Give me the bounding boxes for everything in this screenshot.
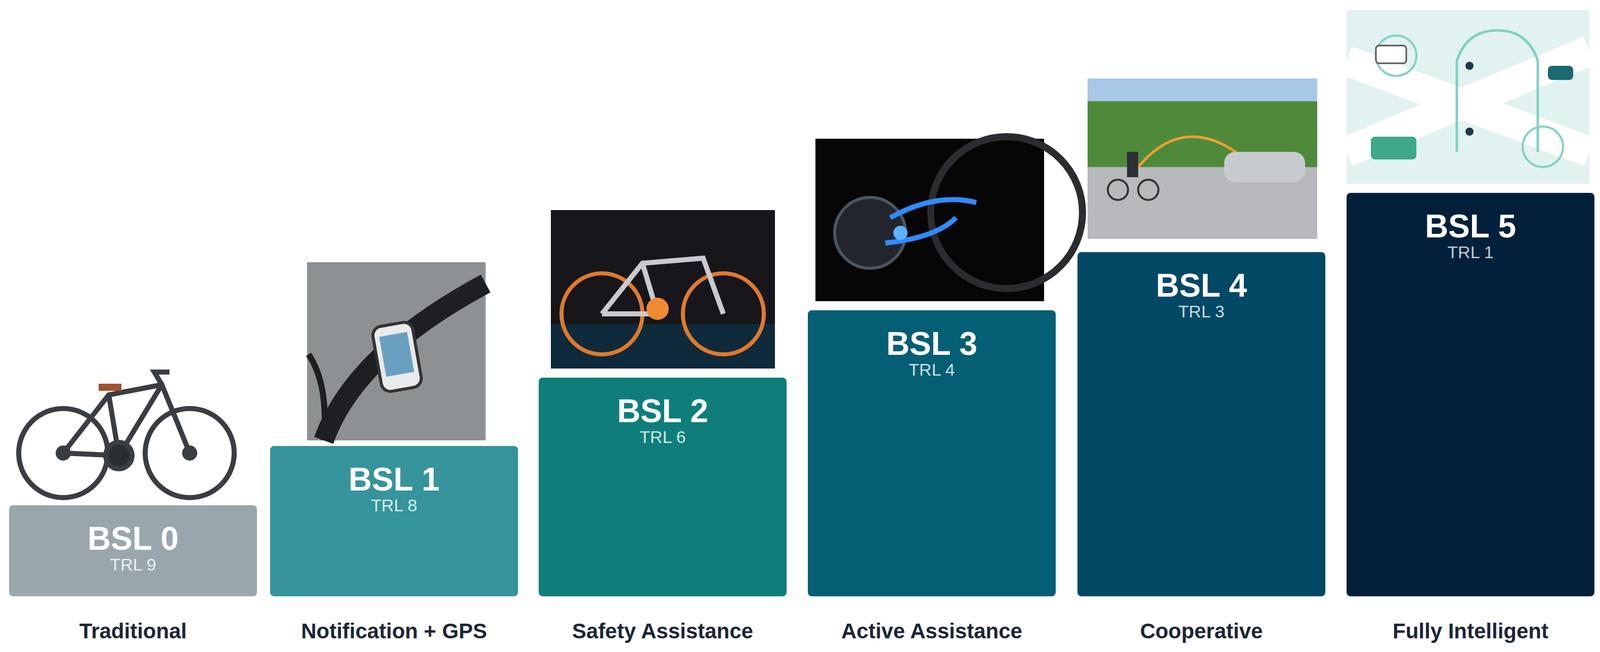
wheel-edge xyxy=(308,354,325,441)
node-ring xyxy=(1375,35,1417,76)
cyclist xyxy=(1127,151,1139,178)
device xyxy=(1465,61,1474,70)
trl-value: TRL 6 xyxy=(538,427,787,446)
trl-value: TRL 8 xyxy=(270,496,518,514)
network-arc xyxy=(1456,30,1538,152)
node-ring xyxy=(1522,126,1564,167)
saddle xyxy=(98,383,122,391)
level-category: Fully Intelligent xyxy=(1341,620,1600,642)
motor xyxy=(105,442,133,469)
trl-value: TRL 4 xyxy=(807,360,1056,378)
wheel xyxy=(930,136,1083,289)
photo-ground xyxy=(307,262,486,441)
level-box: BSL 2TRL 6 xyxy=(538,377,787,596)
level-category: Notification + GPS xyxy=(265,620,524,642)
drivetrain-photo xyxy=(815,136,1083,301)
level-category: Active Assistance xyxy=(802,620,1061,642)
sky xyxy=(1087,78,1318,239)
level-title: BSL 3 xyxy=(807,327,1056,360)
sensor xyxy=(893,225,908,240)
trl-value: TRL 3 xyxy=(1077,302,1326,320)
gps-screen xyxy=(379,331,415,377)
car xyxy=(1547,65,1574,80)
level-title: BSL 2 xyxy=(538,394,787,427)
cable xyxy=(885,199,977,243)
level-box: BSL 5TRL 1 xyxy=(1346,192,1595,596)
photo-ground xyxy=(550,209,775,369)
level-box: BSL 4TRL 3 xyxy=(1077,251,1326,596)
light xyxy=(646,297,669,320)
trl-value: TRL 9 xyxy=(9,555,257,573)
level-title: BSL 5 xyxy=(1346,209,1595,243)
truck xyxy=(1375,45,1407,64)
level-category: Traditional xyxy=(4,620,263,642)
trl-value: TRL 1 xyxy=(1346,243,1595,261)
gps-photo xyxy=(307,262,486,441)
ground xyxy=(1346,10,1590,184)
level-box: BSL 1TRL 8 xyxy=(270,445,518,596)
safety-bike-photo xyxy=(550,209,775,369)
level-title: BSL 0 xyxy=(9,522,257,555)
street xyxy=(550,323,775,369)
car xyxy=(1224,151,1306,183)
device xyxy=(1465,127,1474,136)
bike-illustration xyxy=(18,371,235,498)
level-title: BSL 1 xyxy=(270,462,518,496)
intelligent-intersection xyxy=(1346,10,1590,184)
level-box: BSL 3TRL 4 xyxy=(807,310,1056,596)
gps-device xyxy=(371,320,423,393)
wheel xyxy=(1138,179,1159,200)
level-title: BSL 4 xyxy=(1077,269,1326,302)
bus xyxy=(1370,136,1417,160)
wheel xyxy=(1107,179,1129,200)
level-category: Cooperative xyxy=(1072,620,1331,642)
level-category: Safety Assistance xyxy=(533,620,792,642)
cooperative-photo xyxy=(1087,78,1318,239)
level-box: BSL 0TRL 9 xyxy=(9,504,257,596)
handlebar xyxy=(323,283,486,441)
